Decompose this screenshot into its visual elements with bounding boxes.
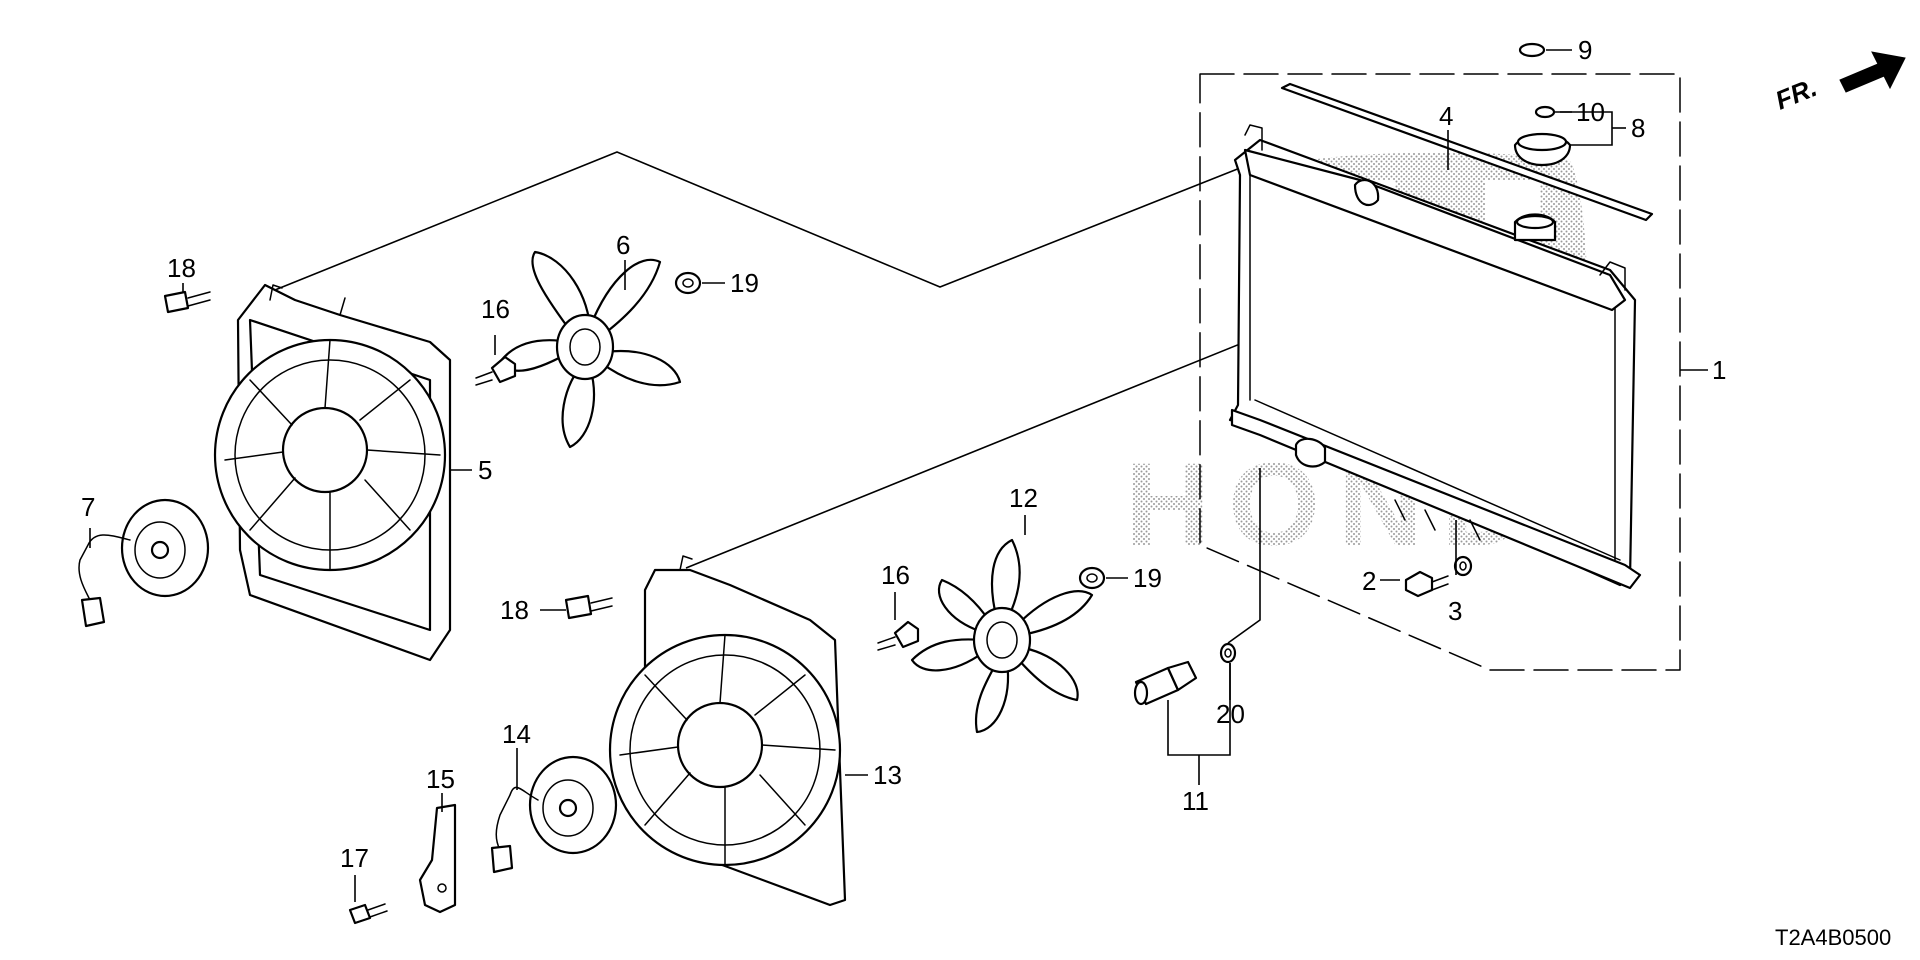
callout-3: 3	[1448, 596, 1462, 626]
drain-plug-o-ring	[1453, 555, 1473, 577]
bolt-18-upper	[163, 290, 211, 314]
radiator-upper-seal	[1280, 82, 1654, 222]
front-label: FR.	[1771, 72, 1821, 116]
motor-bracket	[418, 803, 457, 914]
fan-shroud-lower	[608, 555, 847, 907]
sensor-leader	[1227, 468, 1261, 644]
callout-12: 12	[1009, 483, 1038, 513]
fan-motor-upper	[78, 498, 210, 628]
callout-9: 9	[1578, 35, 1592, 65]
fan-blade-upper	[498, 250, 682, 449]
callout-19-lower: 19	[1133, 563, 1162, 593]
callout-leaders	[89, 49, 1708, 902]
callout-4: 4	[1439, 101, 1453, 131]
callout-18-lower: 18	[500, 595, 529, 625]
radiator	[1228, 124, 1642, 590]
bolt-16-upper	[475, 355, 517, 386]
radiator-cap	[1513, 132, 1572, 167]
callout-2: 2	[1362, 566, 1376, 596]
drain-plug	[1404, 570, 1449, 598]
part-9-cap	[1518, 42, 1546, 58]
callout-7: 7	[81, 492, 95, 522]
callout-13: 13	[873, 760, 902, 790]
callout-16-upper: 16	[481, 294, 510, 324]
front-direction-indicator: FR.	[1771, 51, 1906, 116]
callout-20: 20	[1216, 699, 1245, 729]
coolant-temperature-sensor	[1133, 660, 1198, 706]
nut-19-upper	[674, 271, 702, 295]
callout-8: 8	[1631, 113, 1645, 143]
fan-shroud-upper	[213, 283, 452, 662]
callout-16-lower: 16	[881, 560, 910, 590]
nut-19-lower	[1078, 566, 1106, 590]
callout-15: 15	[426, 764, 455, 794]
callout-5: 5	[478, 455, 492, 485]
callout-6: 6	[616, 230, 630, 260]
front-arrow-icon	[1839, 51, 1906, 93]
sensor-washer	[1219, 642, 1237, 664]
bolt-17	[348, 903, 388, 925]
o-ring-10	[1534, 105, 1556, 119]
callout-11: 11	[1182, 786, 1209, 816]
callout-19-upper: 19	[730, 268, 759, 298]
bolt-16-lower	[877, 620, 920, 651]
callout-10: 10	[1576, 97, 1605, 127]
radiator-assembly-outline	[1199, 73, 1681, 671]
fan-motor-lower	[490, 755, 618, 874]
callout-labels: 1 2 3 4 5 6 7 8 9 10 11 12 13 14 15 16 1…	[81, 35, 1726, 873]
diagram-code: T2A4B0500	[1775, 925, 1891, 950]
callout-18-upper: 18	[167, 253, 196, 283]
callout-17: 17	[340, 843, 369, 873]
bolt-18-lower	[564, 594, 613, 620]
callout-14: 14	[502, 719, 531, 749]
callout-1: 1	[1712, 355, 1726, 385]
fan-blade-lower	[910, 538, 1094, 734]
